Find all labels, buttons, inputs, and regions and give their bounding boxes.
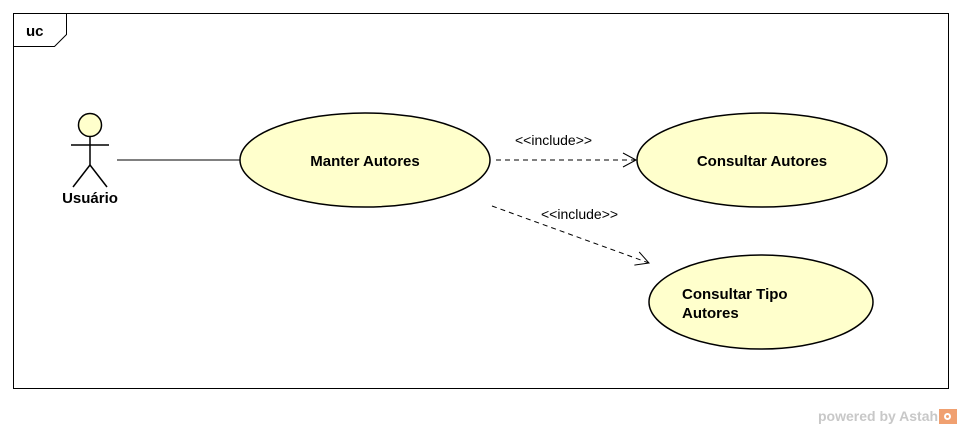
actor-name-label: Usuário [62, 190, 118, 207]
use-case-label: Consultar Autores [697, 153, 827, 170]
astah-logo-icon [939, 408, 958, 424]
actor-usuario[interactable]: Usuário [62, 112, 118, 208]
use-case-label-line2: Autores [682, 305, 739, 322]
astah-watermark: powered by Astah [818, 407, 958, 425]
actor-right-leg [89, 164, 108, 188]
use-case-ellipse [648, 254, 874, 350]
use-case-ellipse [239, 112, 491, 208]
include-stereotype-label: <<include>> [515, 132, 592, 148]
include-relation-consultar-autores[interactable]: <<include>> [496, 132, 638, 168]
include-dashed-line [491, 205, 650, 266]
use-case-manter-autores[interactable]: Manter Autores [239, 112, 491, 208]
include-stereotype-label: <<include>> [541, 206, 618, 222]
frame-tag-label: uc [26, 23, 44, 40]
include-relation-consultar-tipo-autores[interactable]: <<include>> [491, 205, 650, 266]
frame-tag-box [13, 13, 67, 47]
use-case-label-line1: Consultar Tipo [682, 286, 788, 303]
use-case-label: Manter Autores [310, 153, 419, 170]
use-case-consultar-autores[interactable]: Consultar Autores [636, 112, 888, 208]
watermark-text: powered by Astah [818, 408, 939, 424]
actor-left-leg [72, 164, 91, 188]
use-case-consultar-tipo-autores[interactable]: Consultar Tipo Autores [648, 254, 874, 350]
actor-head [77, 112, 103, 138]
